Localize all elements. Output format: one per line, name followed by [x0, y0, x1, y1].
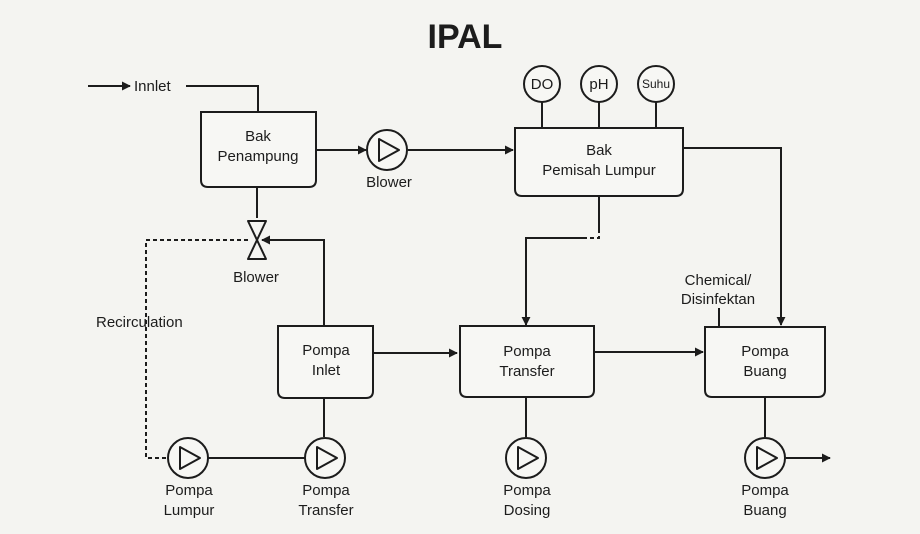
pump-label-line1: Pompa: [165, 482, 213, 499]
pump-pompa-dosing[interactable]: Pompa Dosing: [503, 437, 551, 519]
sensor-do[interactable]: DO: [523, 65, 561, 103]
sensor-do-label: DO: [531, 76, 554, 93]
pump-triangle-icon: [316, 446, 338, 470]
tank-label-line2: Buang: [743, 363, 786, 380]
pump-label-line1: Pompa: [741, 482, 789, 499]
tank-label-line1: Bak: [245, 128, 271, 145]
line-pemisah-to-buang: [683, 147, 786, 326]
sensor-suhu-label: Suhu: [642, 77, 670, 91]
inlet-label: Innlet: [134, 78, 172, 95]
chemical-label-line2: Disinfektan: [681, 291, 755, 308]
valve-label: Blower: [233, 269, 279, 286]
line-recirculation: [145, 239, 248, 459]
tank-label-line2: Pemisah Lumpur: [542, 162, 655, 179]
tank-label-line1: Pompa: [741, 343, 789, 360]
pump-label-line2: Dosing: [504, 502, 551, 519]
pump-label: Blower: [366, 174, 412, 191]
tank-label-line2: Inlet: [312, 362, 341, 379]
tank-label-line2: Penampung: [218, 148, 299, 165]
pump-triangle-icon: [756, 446, 778, 470]
tank-label-line1: Pompa: [302, 342, 350, 359]
valve-icon: [247, 220, 267, 260]
tank-label-line1: Pompa: [503, 343, 551, 360]
line-pemisah-dash: [586, 229, 600, 239]
pump-label-line1: Pompa: [302, 482, 350, 499]
pump-label-line2: Lumpur: [164, 502, 215, 519]
pump-pompa-buang[interactable]: Pompa Buang: [741, 437, 789, 519]
pump-pompa-transfer[interactable]: Pompa Transfer: [298, 437, 354, 519]
tank-pompa-transfer[interactable]: Pompa Transfer: [459, 325, 595, 398]
line-to-pompa-transfer: [521, 237, 586, 326]
tank-bak-penampung[interactable]: Bak Penampung: [200, 111, 317, 188]
blower-valve[interactable]: Blower: [233, 220, 279, 286]
line-inlet-to-penampung: [186, 85, 259, 112]
sensor-ph[interactable]: pH: [580, 65, 618, 103]
pump-label-line2: Buang: [743, 502, 786, 519]
tank-pompa-buang[interactable]: Pompa Buang: [704, 326, 826, 398]
sensor-ph-label: pH: [589, 76, 608, 93]
recirculation-label: Recirculation: [96, 314, 183, 331]
pump-label-line1: Pompa: [503, 482, 551, 499]
tank-pompa-inlet[interactable]: Pompa Inlet: [277, 325, 374, 399]
pump-label-line2: Transfer: [298, 502, 353, 519]
chemical-label-line1: Chemical/: [685, 272, 753, 289]
blower-pump[interactable]: Blower: [366, 129, 412, 191]
line-inlet-return: [261, 235, 325, 326]
sensor-suhu[interactable]: Suhu: [637, 65, 675, 103]
tank-label-line1: Bak: [586, 142, 612, 159]
pump-triangle-icon: [517, 446, 539, 470]
pump-triangle-icon: [378, 138, 400, 162]
diagram-title: IPAL: [428, 18, 503, 56]
tank-label-line2: Transfer: [499, 363, 554, 380]
pump-triangle-icon: [179, 446, 201, 470]
pump-pompa-lumpur[interactable]: Pompa Lumpur: [164, 437, 215, 519]
tank-bak-pemisah-lumpur[interactable]: Bak Pemisah Lumpur: [514, 127, 684, 197]
